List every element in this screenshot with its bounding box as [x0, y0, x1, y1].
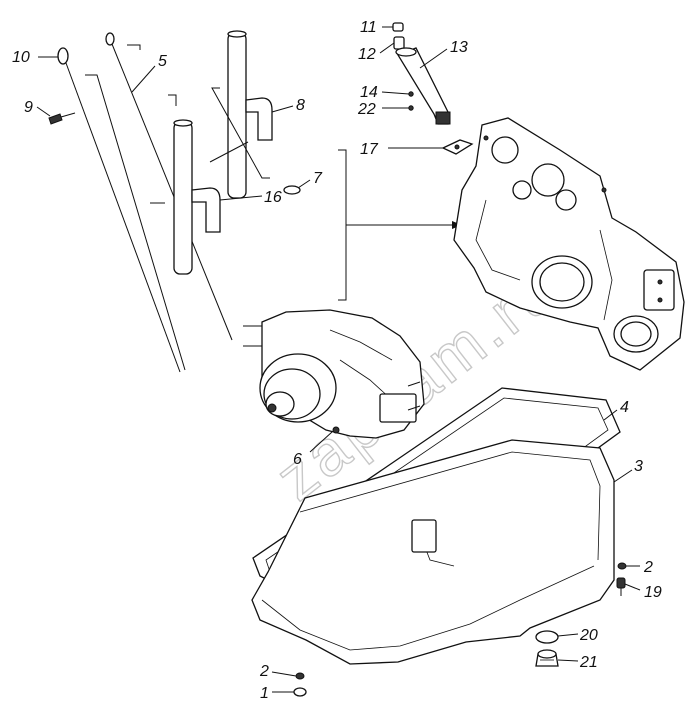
- bolt-9: [48, 112, 76, 125]
- callout-22: 22: [357, 101, 376, 118]
- pump-assembly-6: [243, 309, 425, 439]
- washer-2-upper: [617, 562, 627, 570]
- filler-tube-13: [392, 22, 451, 125]
- callout-3: 3: [634, 458, 643, 475]
- guide-tube-8: [211, 30, 273, 199]
- callout-10: 10: [12, 49, 30, 66]
- o-ring-7: [283, 185, 301, 195]
- callout-21: 21: [579, 654, 598, 671]
- drain-plug-21: [535, 649, 559, 667]
- nut-1: [293, 687, 307, 697]
- callout-2-upper: 2: [643, 559, 653, 576]
- callout-labels: 10 9 5 11 12 13 14 22 8 17 7 16 4 3 6 2 …: [12, 19, 662, 702]
- callout-19: 19: [644, 584, 662, 601]
- callout-16: 16: [264, 189, 282, 206]
- callout-9: 9: [24, 99, 33, 116]
- callout-13: 13: [450, 39, 468, 56]
- timing-gear-cover: [453, 117, 685, 371]
- seal-ring-20: [535, 630, 559, 644]
- callout-11: 11: [360, 19, 377, 36]
- callout-8: 8: [296, 97, 305, 114]
- callout-5: 5: [158, 53, 167, 70]
- callout-2-lower: 2: [259, 663, 269, 680]
- callout-14: 14: [360, 84, 378, 101]
- assembly-bracket: [338, 149, 452, 301]
- callout-12: 12: [358, 46, 376, 63]
- callout-17: 17: [360, 141, 379, 158]
- washer-2-lower: [295, 672, 305, 680]
- callout-7: 7: [313, 170, 323, 187]
- callout-4: 4: [620, 399, 629, 416]
- callout-20: 20: [579, 627, 598, 644]
- dipstick-10: [57, 47, 186, 373]
- bolt-19: [616, 577, 626, 596]
- gasket-17: [441, 139, 474, 155]
- oil-pan-3: [251, 439, 615, 665]
- leader-lines: [36, 26, 641, 693]
- guide-tube-16: [168, 94, 249, 275]
- callout-6: 6: [293, 451, 302, 468]
- dipstick-5: [105, 32, 233, 341]
- callout-1: 1: [260, 685, 269, 702]
